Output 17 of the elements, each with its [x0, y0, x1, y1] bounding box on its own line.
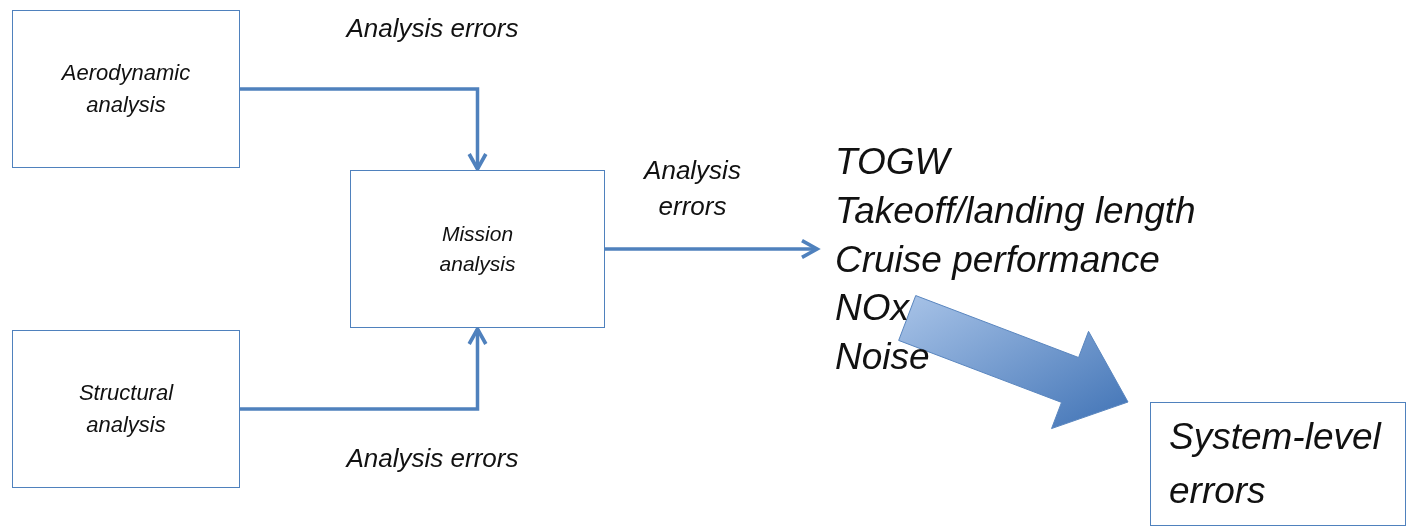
process-box	[350, 170, 605, 328]
output-text: Takeoff/landing length	[835, 188, 1196, 233]
block-arrow	[898, 295, 1129, 430]
box-label: System-level errors	[1169, 415, 1383, 513]
output-text: TOGW	[835, 140, 953, 184]
output-text: NOx	[835, 286, 911, 331]
process-box	[12, 330, 240, 488]
arrow	[240, 87, 488, 171]
process-box	[1150, 402, 1406, 526]
box-label: Aerodynamic analysis	[60, 59, 192, 119]
arrow	[240, 327, 488, 411]
output-text: Cruise performance	[835, 237, 1161, 282]
arrow	[605, 238, 819, 260]
process-box	[12, 10, 240, 168]
output-text: Noise	[835, 335, 931, 380]
box-label: Mission analysis	[438, 220, 517, 277]
box-label: Structural analysis	[77, 379, 175, 439]
